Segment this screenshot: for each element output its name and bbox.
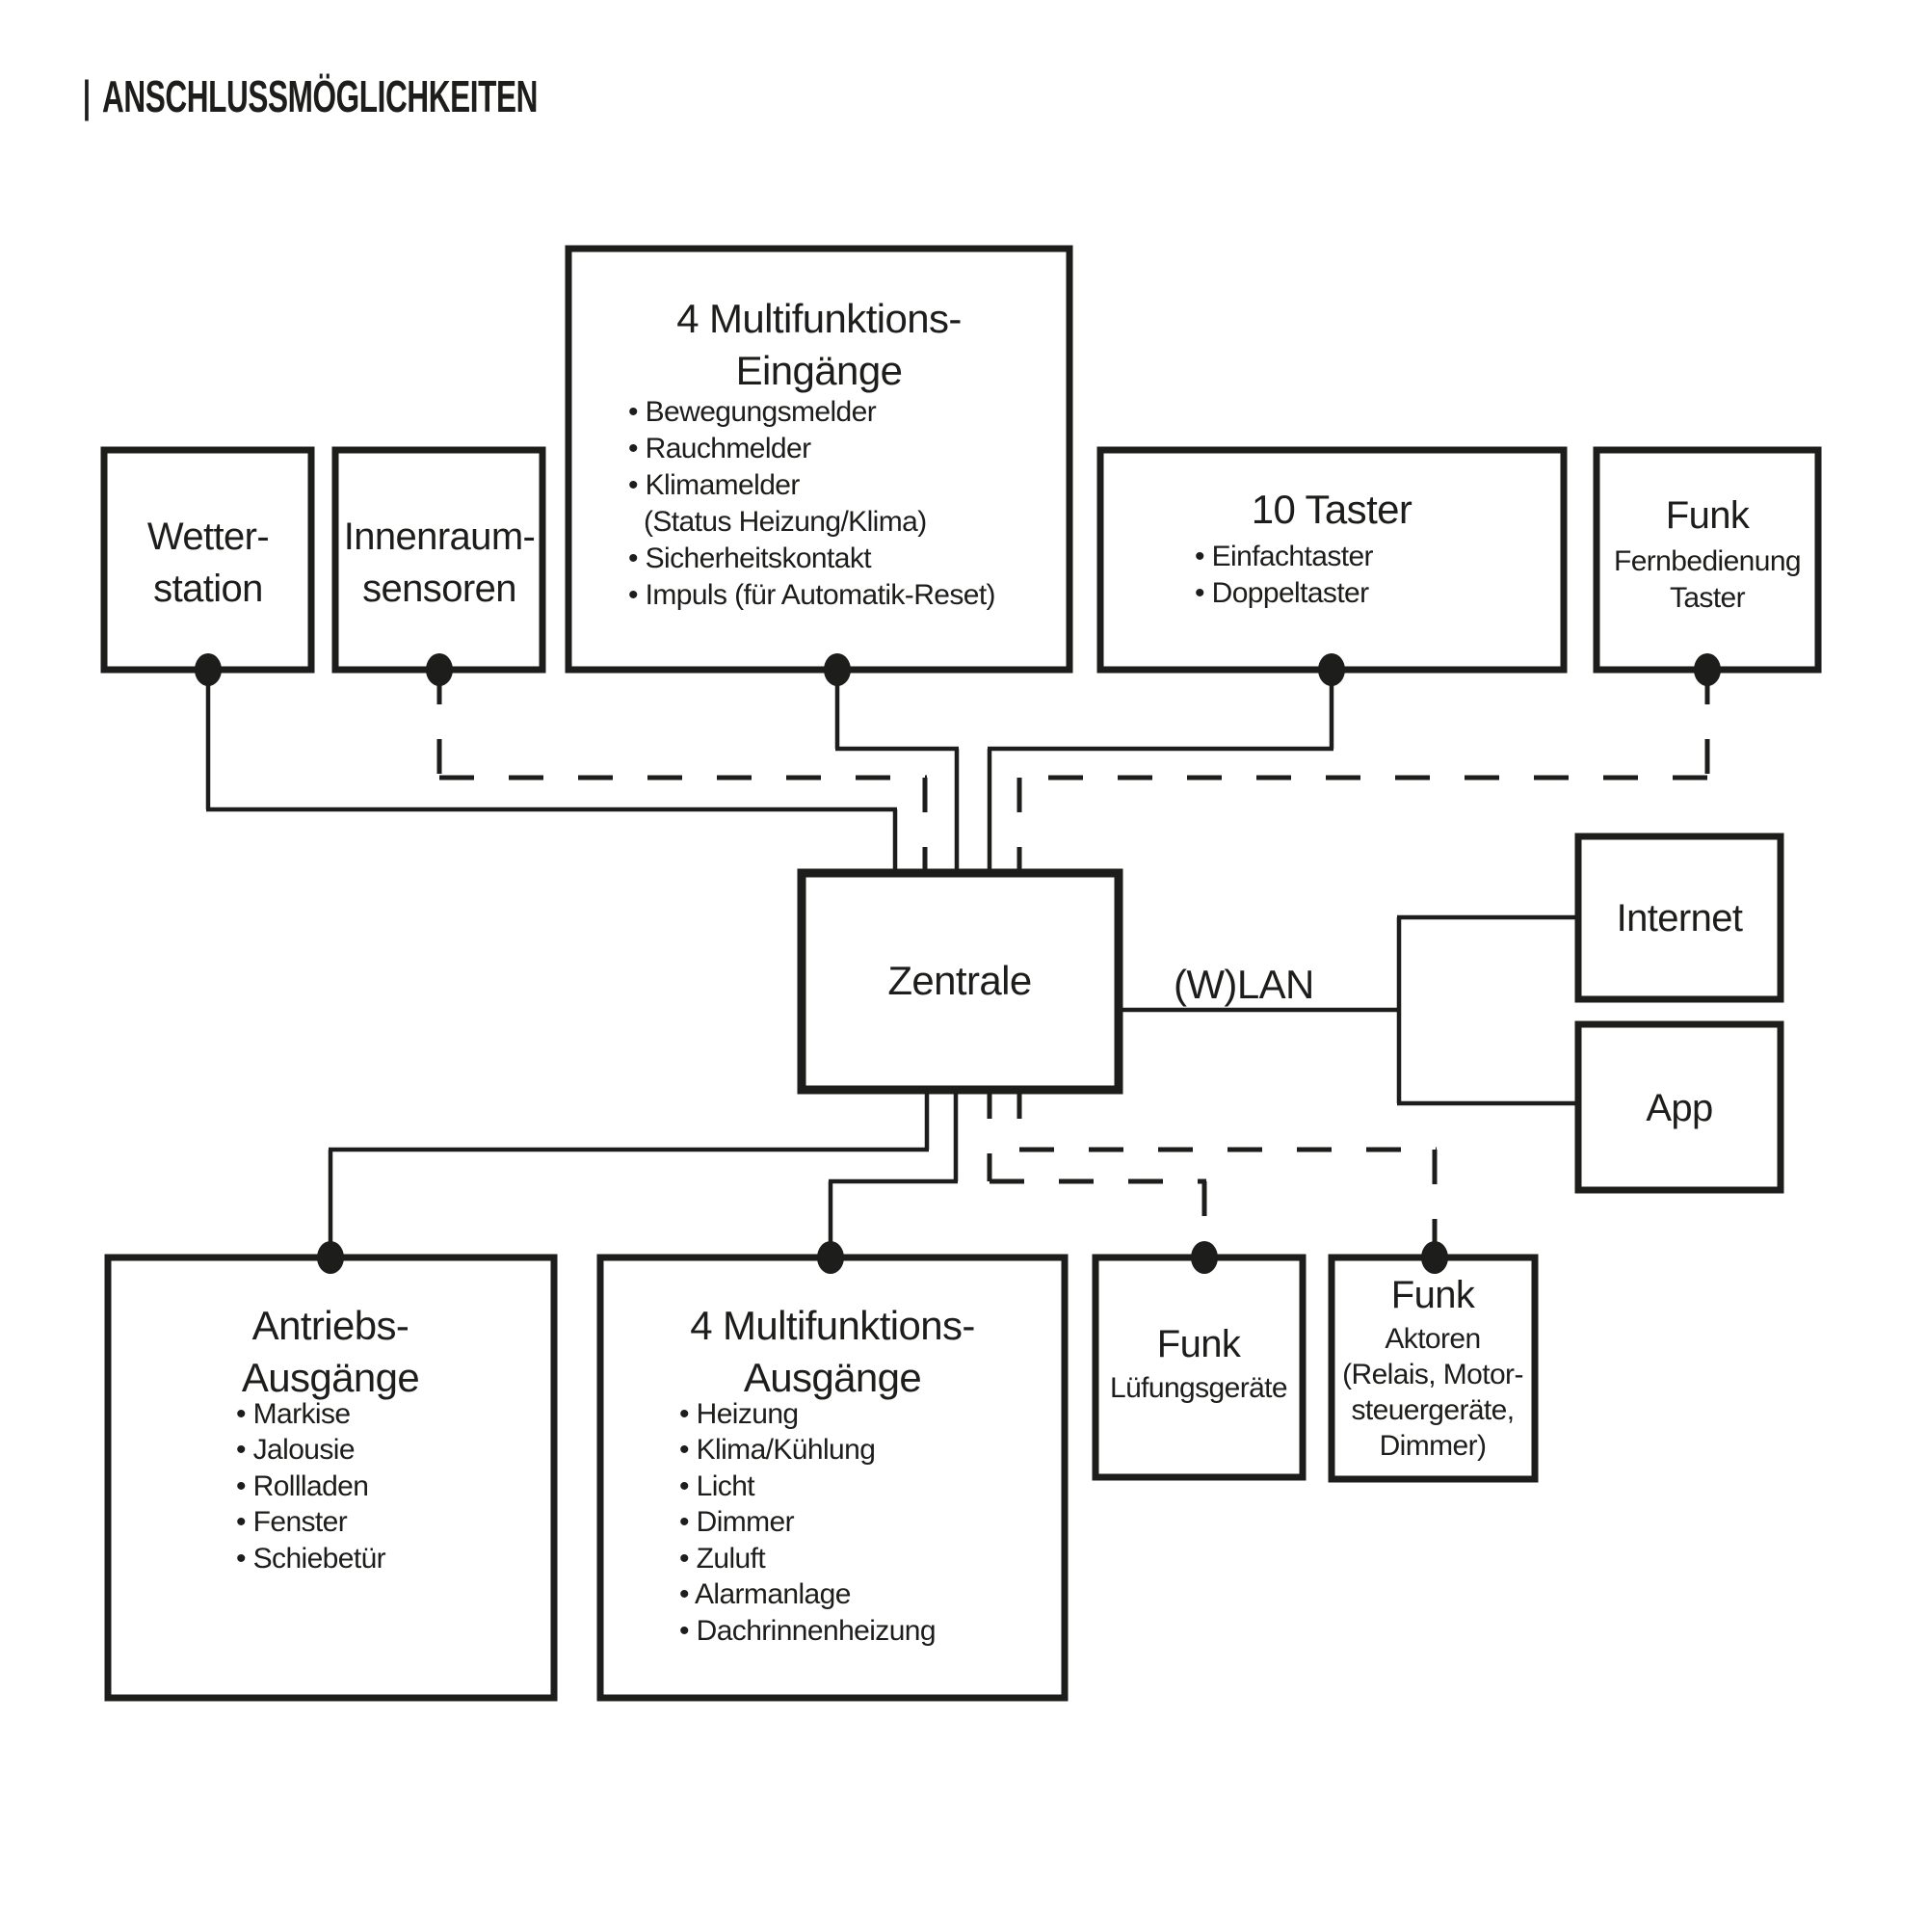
- box-funk-lueftungsgeraete: [1092, 1254, 1307, 1481]
- label-mf-ausgaenge: 4 Multifunktions- Ausgänge • Heizung • K…: [679, 1303, 975, 1647]
- funk-fernbedienung-title: Funk: [1666, 494, 1751, 537]
- mf-eingaenge-item: • Rauchmelder: [628, 433, 811, 464]
- taster-title: 10 Taster: [1252, 487, 1412, 532]
- innenraumsensoren-line2: sensoren: [362, 568, 516, 610]
- box-mf-ausgaenge: [596, 1254, 1069, 1702]
- box-antriebs-ausgaenge: [104, 1254, 558, 1702]
- dot-innenraumsensoren: [426, 653, 453, 686]
- innenraumsensoren-line1: Innenraum-: [344, 516, 536, 558]
- page-title-bar: |: [81, 71, 92, 121]
- label-wlan: (W)LAN: [1174, 962, 1314, 1007]
- box-innenraumsensoren: [331, 446, 546, 674]
- taster-item: • Doppeltaster: [1195, 577, 1369, 609]
- page-title: ANSCHLUSSMÖGLICHKEITEN: [102, 71, 538, 121]
- taster-item: • Einfachtaster: [1195, 541, 1374, 572]
- antriebs-item: • Rollladen: [236, 1470, 368, 1502]
- mf-ausgaenge-item: • Dachrinnenheizung: [679, 1615, 936, 1647]
- funk-fernbedienung-line1: Fernbedienung: [1614, 545, 1801, 577]
- box-mf-eingaenge: [565, 245, 1073, 674]
- mf-ausgaenge-item: • Dimmer: [679, 1506, 795, 1538]
- funk-aktoren-title: Funk: [1391, 1274, 1476, 1316]
- connector-zentrale-funk-lueftungsgeraete: [987, 1084, 1207, 1257]
- connector-zentrale-antriebs: [328, 1084, 930, 1257]
- mf-eingaenge-title1: 4 Multifunktions-: [676, 296, 962, 341]
- antriebs-title1: Antriebs-: [252, 1303, 409, 1348]
- connection-dots: [195, 653, 1721, 1274]
- mf-ausgaenge-item: • Heizung: [679, 1398, 799, 1430]
- label-wetterstation: Wetter- station: [147, 516, 270, 610]
- funk-aktoren-line1: Aktoren: [1385, 1323, 1480, 1355]
- dot-mf-eingaenge: [824, 653, 851, 686]
- mf-ausgaenge-title2: Ausgänge: [744, 1355, 921, 1400]
- label-funk-aktoren: Funk Aktoren (Relais, Motor- steuergerät…: [1342, 1274, 1523, 1462]
- mf-eingaenge-item: • Impuls (für Automatik-Reset): [628, 579, 995, 611]
- mf-ausgaenge-title1: 4 Multifunktions-: [690, 1303, 975, 1348]
- antriebs-item: • Schiebetür: [236, 1543, 386, 1575]
- label-funk-fernbedienung: Funk Fernbedienung Taster: [1614, 494, 1802, 614]
- mf-ausgaenge-item: • Alarmanlage: [679, 1578, 851, 1610]
- dot-funk-lueftungsgeraete: [1191, 1241, 1218, 1274]
- funk-aktoren-line2: (Relais, Motor-: [1342, 1359, 1523, 1390]
- label-app: App: [1646, 1087, 1712, 1129]
- antriebs-item: • Markise: [236, 1398, 350, 1430]
- dot-funk-fernbedienung: [1694, 653, 1721, 686]
- wetterstation-line1: Wetter-: [147, 516, 269, 558]
- funk-aktoren-line4: Dimmer): [1380, 1430, 1487, 1462]
- box-internet: [1574, 833, 1784, 1003]
- label-antriebs-ausgaenge: Antriebs- Ausgänge • Markise • Jalousie …: [236, 1303, 420, 1575]
- mf-eingaenge-item: • Sicherheitskontakt: [628, 543, 872, 574]
- box-app: [1574, 1020, 1784, 1194]
- label-innenraumsensoren: Innenraum- sensoren: [344, 516, 536, 610]
- mf-ausgaenge-item: • Klima/Kühlung: [679, 1434, 875, 1466]
- funk-lueftungsgeraete-line1: Lüfungsgeräte: [1110, 1372, 1287, 1404]
- mf-eingaenge-item: (Status Heizung/Klima): [644, 506, 927, 538]
- antriebs-item: • Fenster: [236, 1506, 348, 1538]
- box-zentrale: [797, 868, 1123, 1095]
- funk-fernbedienung-line2: Taster: [1670, 582, 1746, 614]
- funk-aktoren-line3: steuergeräte,: [1352, 1394, 1515, 1426]
- label-taster: 10 Taster • Einfachtaster • Doppeltaster: [1195, 487, 1413, 609]
- connector-funk-fernbedienung-zentrale: [1016, 670, 1710, 879]
- connector-zentrale-mf-ausgaenge: [828, 1084, 959, 1257]
- dot-taster: [1318, 653, 1345, 686]
- connector-taster-zentrale: [987, 670, 1334, 879]
- dot-mf-ausgaenge: [817, 1241, 844, 1274]
- connector-zentrale-funk-aktoren: [1016, 1084, 1438, 1257]
- mf-eingaenge-item: • Bewegungsmelder: [628, 396, 877, 428]
- label-zentrale: Zentrale: [887, 958, 1031, 1003]
- wetterstation-line2: station: [153, 568, 263, 610]
- mf-eingaenge-title2: Eingänge: [736, 348, 903, 393]
- dot-wetterstation: [195, 653, 222, 686]
- box-taster: [1096, 446, 1568, 674]
- antriebs-title2: Ausgänge: [242, 1355, 419, 1400]
- mf-ausgaenge-item: • Licht: [679, 1470, 755, 1502]
- funk-lueftungsgeraete-title: Funk: [1157, 1323, 1242, 1365]
- connector-innenraumsensoren-zentrale: [436, 670, 928, 879]
- dot-antriebs-ausgaenge: [317, 1241, 344, 1274]
- connector-zentrale-wlan: [1113, 914, 1582, 1106]
- mf-eingaenge-item: • Klimamelder: [628, 469, 800, 501]
- label-internet: Internet: [1617, 897, 1743, 940]
- dot-funk-aktoren: [1421, 1241, 1448, 1274]
- label-mf-eingaenge: 4 Multifunktions- Eingänge • Bewegungsme…: [628, 296, 996, 611]
- label-funk-lueftungsgeraete: Funk Lüfungsgeräte: [1110, 1323, 1288, 1404]
- mf-ausgaenge-item: • Zuluft: [679, 1543, 766, 1575]
- connector-wetterstation-zentrale: [205, 670, 898, 879]
- antriebs-item: • Jalousie: [236, 1434, 355, 1466]
- box-funk-fernbedienung: [1593, 446, 1822, 674]
- box-wetterstation: [100, 446, 315, 674]
